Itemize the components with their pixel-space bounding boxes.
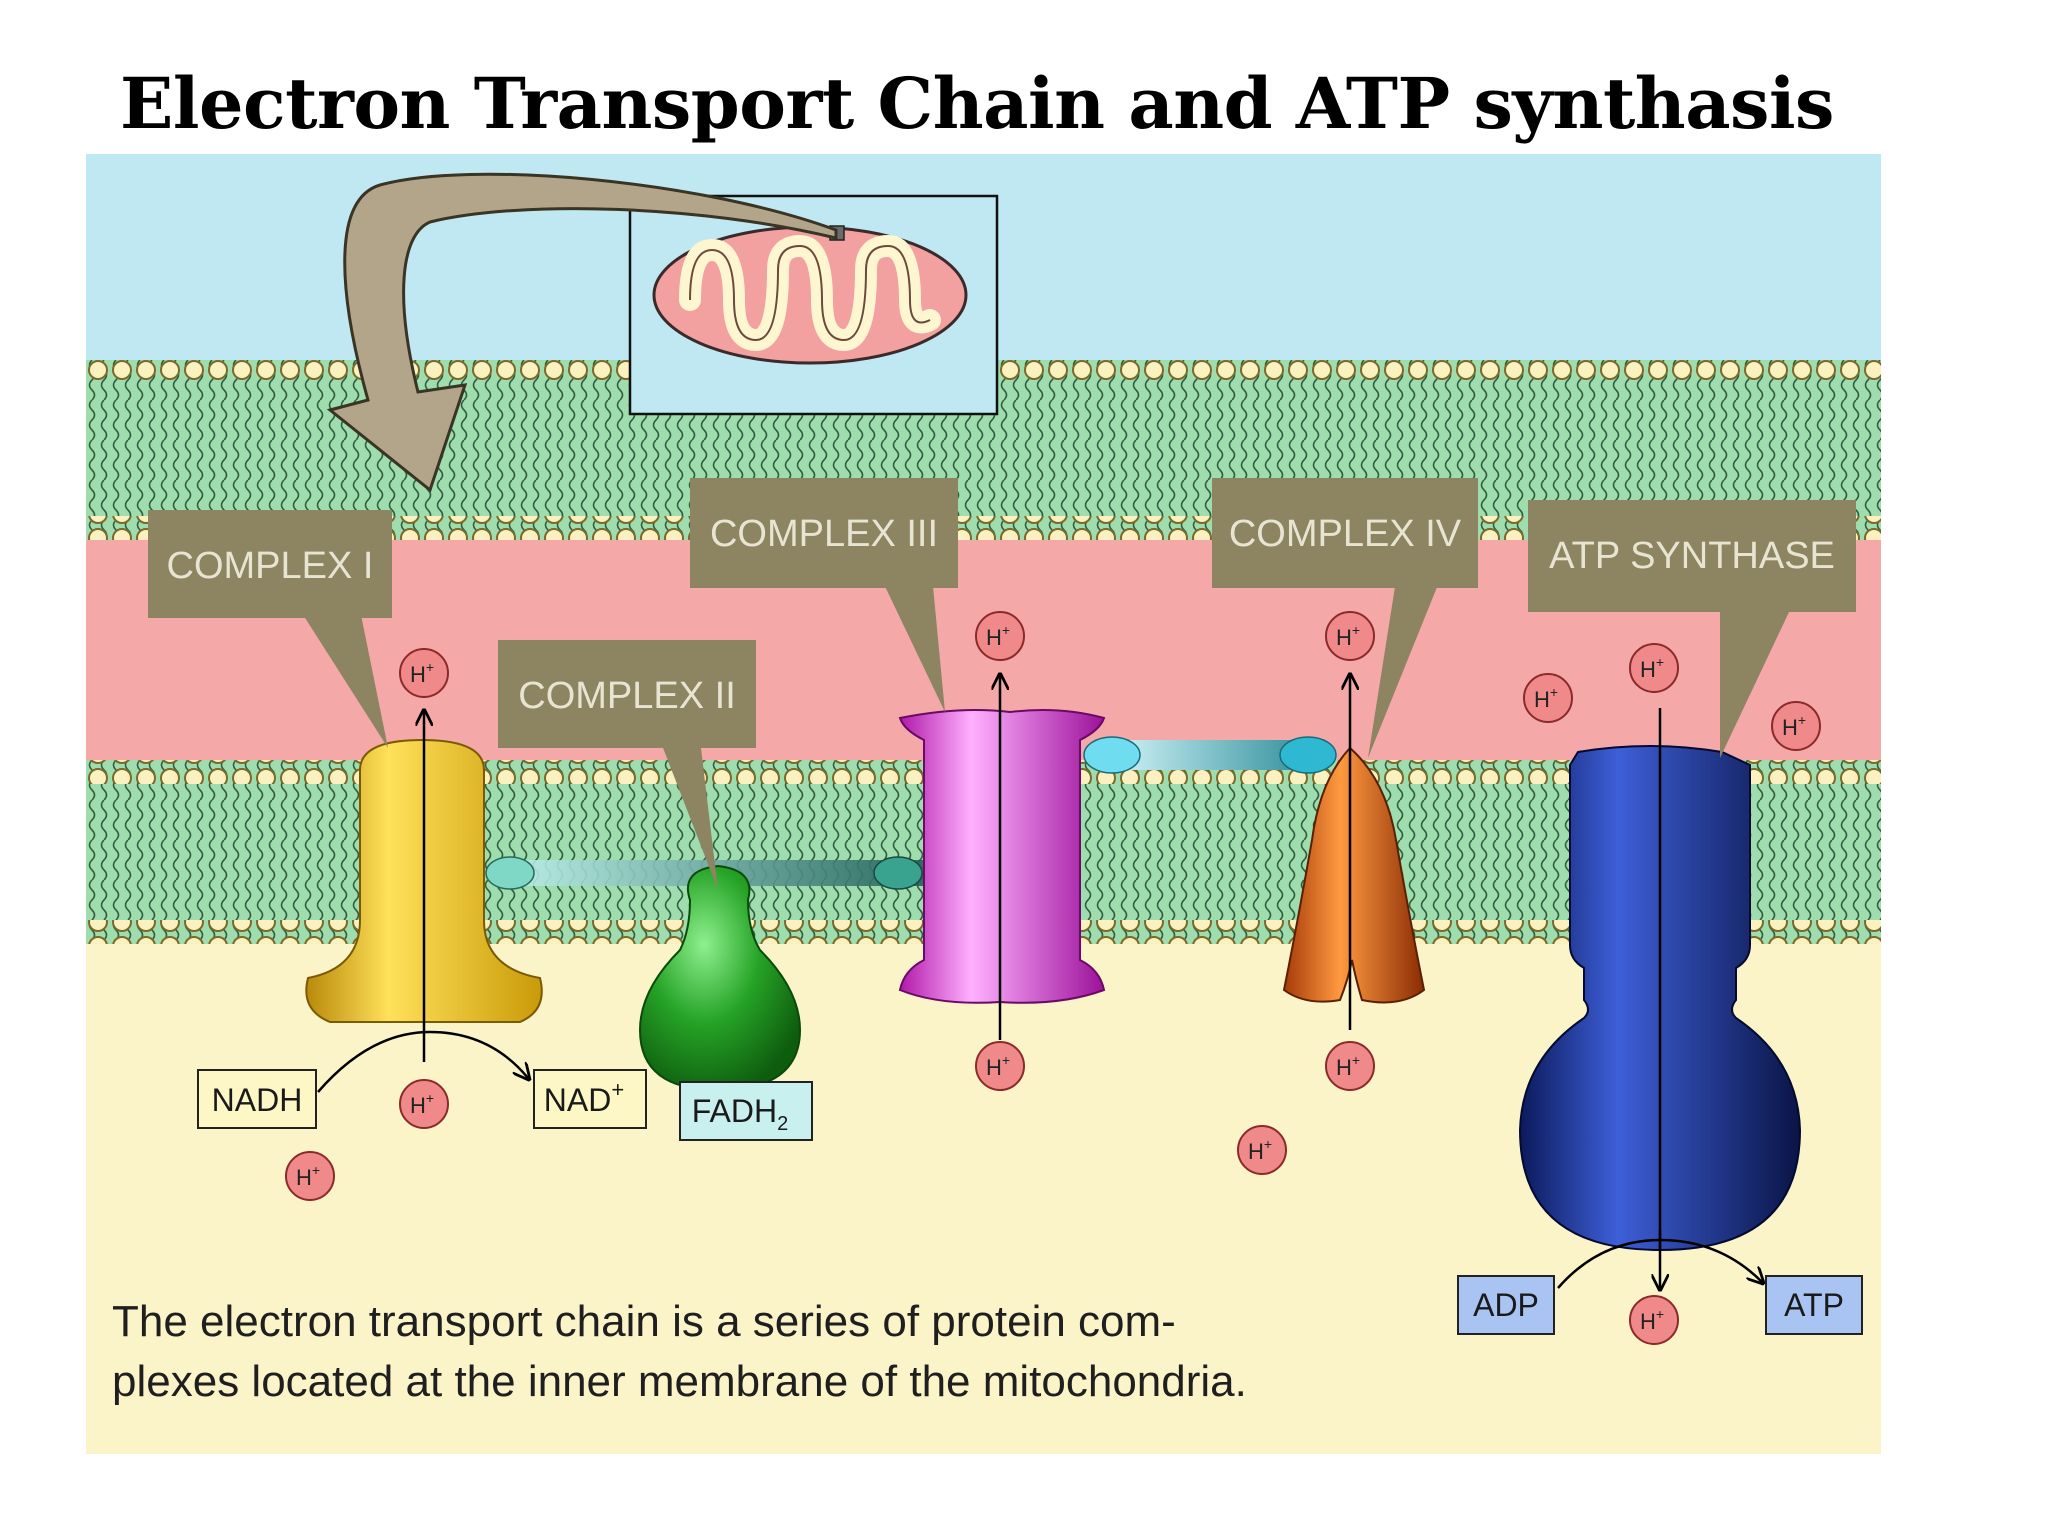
- complex-iii-protein: [898, 709, 1106, 1004]
- proton-ion: H+: [399, 648, 449, 698]
- caption-line-1: The electron transport chain is a series…: [112, 1297, 1176, 1346]
- proton-label: H+: [410, 659, 434, 687]
- adp-label: ADP: [1473, 1287, 1539, 1323]
- svg-text:NAD+: NAD+: [544, 1077, 624, 1118]
- proton-ion: H+: [399, 1079, 449, 1129]
- adp-box: ADP: [1457, 1275, 1555, 1335]
- proton-ion: H+: [1629, 1295, 1679, 1345]
- proton-label: H+: [986, 622, 1010, 650]
- atp-label: ATP: [1784, 1287, 1844, 1323]
- atp-synthase-label: ATP SYNTHASE: [1549, 535, 1835, 577]
- page-title: Electron Transport Chain and ATP synthas…: [120, 62, 1834, 145]
- nadh-oxidation-arrow: [317, 1030, 528, 1093]
- proton-ion: H+: [1325, 611, 1375, 661]
- reaction-arrows: [317, 1030, 1762, 1289]
- nadh-box: NADH: [197, 1069, 317, 1129]
- complex-iv-protein: [1282, 746, 1426, 1004]
- proton-label: H+: [1534, 684, 1558, 712]
- proton-label: H+: [1336, 622, 1360, 650]
- complex-ii-label: COMPLEX II: [518, 675, 736, 717]
- proton-label: H+: [296, 1162, 320, 1190]
- proton-ion: H+: [975, 611, 1025, 661]
- fadh2-box: FADH2: [679, 1081, 813, 1141]
- complex-iv-label: COMPLEX IV: [1229, 513, 1462, 555]
- proton-ion: H+: [1237, 1125, 1287, 1175]
- proton-label: H+: [410, 1090, 434, 1118]
- nadh-label: NADH: [212, 1082, 303, 1118]
- proton-label: H+: [986, 1052, 1010, 1080]
- proton-label: H+: [1782, 712, 1806, 740]
- complex-iii-label: COMPLEX III: [710, 513, 938, 555]
- atp-synthesis-arrow: [1557, 1238, 1762, 1289]
- proton-pump-arrows: [424, 676, 1660, 1288]
- fadh-label: FADH: [692, 1093, 777, 1129]
- nad-box: NAD+: [533, 1069, 647, 1129]
- complex-i-label: COMPLEX I: [167, 545, 374, 587]
- atp-box: ATP: [1765, 1275, 1863, 1335]
- caption-line-2: plexes located at the inner membrane of …: [112, 1357, 1247, 1406]
- proton-label: H+: [1248, 1136, 1272, 1164]
- complex-ii-protein: [638, 864, 802, 1092]
- proton-ion: H+: [975, 1041, 1025, 1091]
- fadh-subscript: 2: [777, 1113, 788, 1135]
- complex-ii-callout: COMPLEX II: [498, 640, 756, 748]
- cytochrome-c-link: [1083, 736, 1337, 774]
- proton-ion: H+: [1629, 643, 1679, 693]
- proton-label: H+: [1640, 1306, 1664, 1334]
- callout-tails: [300, 555, 1790, 890]
- complex-iii-callout: COMPLEX III: [690, 478, 958, 588]
- proton-ions: H+ H+ H+ H+ H+ H+ H+ H+ H+ H+ H+ H+: [285, 611, 1821, 1345]
- nad-label: NAD: [544, 1082, 612, 1118]
- proton-label: H+: [1336, 1052, 1360, 1080]
- svg-text:FADH2: FADH2: [692, 1093, 788, 1135]
- nad-charge: +: [611, 1077, 624, 1102]
- complex-iv-callout: COMPLEX IV: [1212, 478, 1478, 588]
- proton-ion: H+: [1771, 701, 1821, 751]
- proton-label: H+: [1640, 654, 1664, 682]
- complex-i-callout: COMPLEX I: [148, 510, 392, 618]
- proton-ion: H+: [1325, 1041, 1375, 1091]
- caption: The electron transport chain is a series…: [112, 1297, 1247, 1406]
- zoom-arrow: [326, 172, 838, 493]
- proton-ion: H+: [1523, 673, 1573, 723]
- atp-synthase-protein: [1518, 708, 1802, 1252]
- proton-ion: H+: [285, 1151, 335, 1201]
- atp-synthase-callout: ATP SYNTHASE: [1528, 500, 1856, 612]
